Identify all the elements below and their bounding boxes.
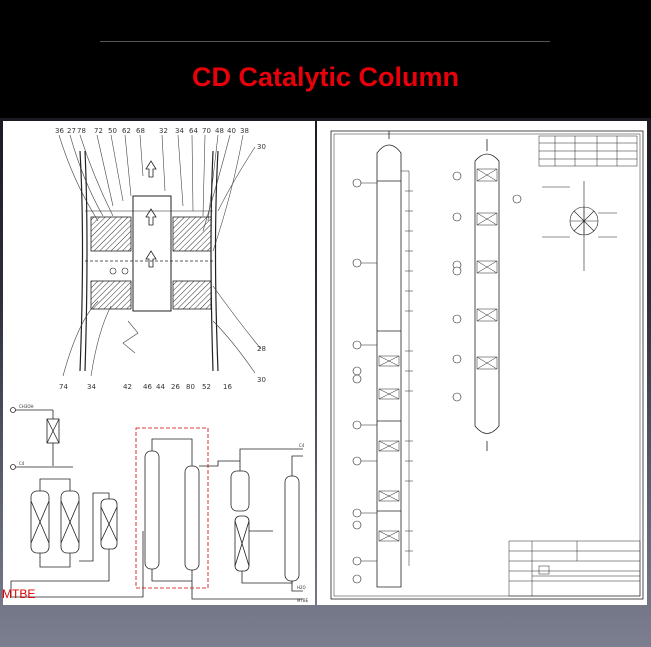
svg-text:74: 74 [59, 383, 68, 391]
slide-title: CD Catalytic Column [191, 62, 460, 92]
mtbe-flow-diagram [10, 407, 303, 600]
svg-text:42: 42 [123, 383, 132, 391]
svg-text:44: 44 [156, 383, 165, 391]
svg-text:30: 30 [257, 376, 266, 384]
svg-text:36: 36 [55, 127, 64, 135]
short-column [474, 139, 500, 451]
svg-text:C4: C4 [299, 443, 305, 448]
svg-text:62: 62 [122, 127, 131, 135]
svg-text:32: 32 [159, 127, 168, 135]
svg-text:26: 26 [171, 383, 180, 391]
svg-text:72: 72 [94, 127, 103, 135]
svg-text:27: 27 [67, 127, 76, 135]
tall-column [376, 131, 402, 588]
svg-text:C4: C4 [19, 461, 25, 466]
svg-text:28: 28 [257, 345, 266, 353]
column-section-drawing: 36 27 78 72 50 62 68 32 34 64 70 48 40 3… [10, 127, 309, 603]
column-elevation-drawing [330, 130, 644, 600]
revision-table [538, 135, 638, 167]
bottom-label-row: 74 34 42 46 44 26 80 52 16 [59, 383, 232, 391]
svg-text:CH3OH: CH3OH [19, 404, 34, 409]
mtbe-caption: MTBE [2, 587, 36, 601]
svg-text:MTBE: MTBE [297, 598, 309, 603]
svg-text:38: 38 [240, 127, 249, 135]
svg-text:80: 80 [186, 383, 195, 391]
svg-text:40: 40 [227, 127, 236, 135]
svg-text:30: 30 [257, 143, 266, 151]
svg-text:34: 34 [175, 127, 184, 135]
svg-text:70: 70 [202, 127, 211, 135]
svg-text:34: 34 [87, 383, 96, 391]
svg-text:64: 64 [189, 127, 198, 135]
svg-text:50: 50 [108, 127, 117, 135]
svg-text:78: 78 [77, 127, 86, 135]
title-divider [100, 41, 550, 42]
svg-text:46: 46 [143, 383, 152, 391]
right-drawing-panel [317, 121, 647, 605]
left-drawing-panel: 36 27 78 72 50 62 68 32 34 64 70 48 40 3… [3, 121, 315, 605]
svg-text:48: 48 [215, 127, 224, 135]
svg-text:68: 68 [136, 127, 145, 135]
svg-text:52: 52 [202, 383, 211, 391]
top-label-row: 36 27 78 72 50 62 68 32 34 64 70 48 40 3… [55, 127, 249, 135]
title-block [508, 540, 641, 597]
orientation-view [542, 181, 617, 271]
svg-text:H2O: H2O [297, 585, 306, 590]
svg-text:16: 16 [223, 383, 232, 391]
